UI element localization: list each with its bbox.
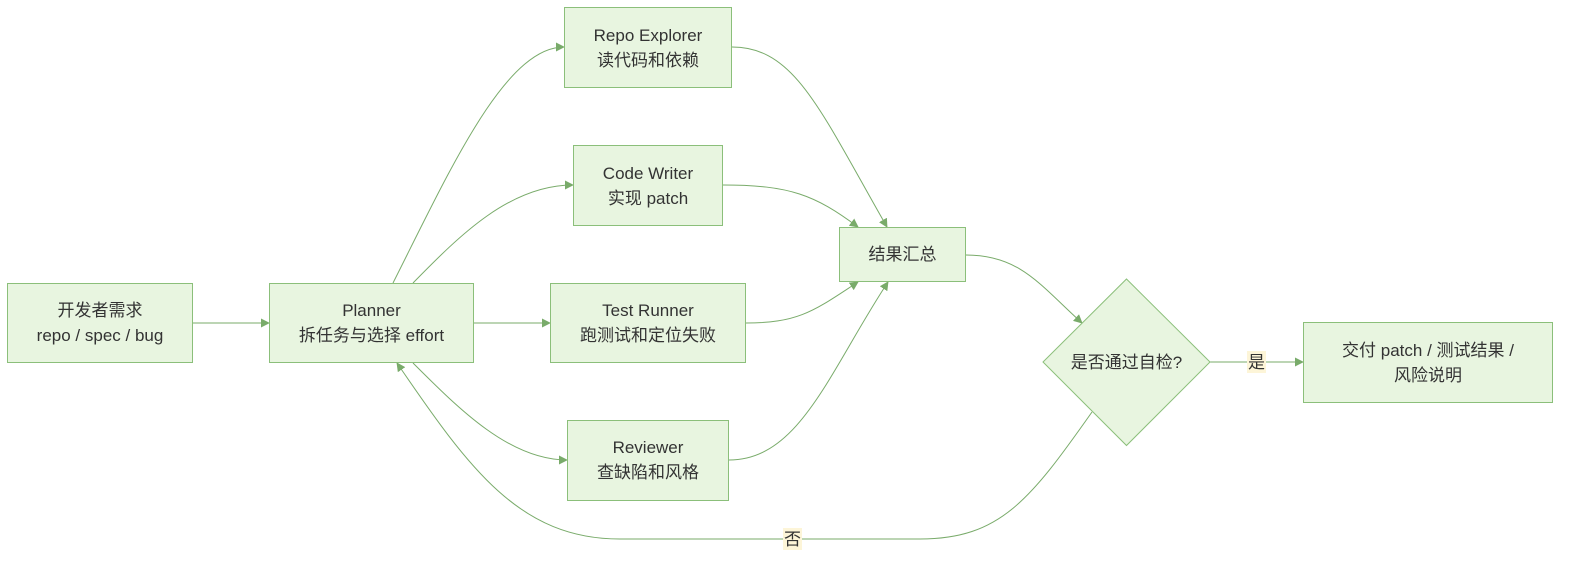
edge-explorer-summary xyxy=(731,46,888,228)
node-planner: Planner 拆任务与选择 effort xyxy=(269,283,474,363)
node-self-check-decision: 是否通过自检? xyxy=(1042,278,1211,447)
edge-writer-summary xyxy=(722,184,859,228)
edge-label-no-text: 否 xyxy=(784,530,801,549)
node-code-writer-subtitle: 实现 patch xyxy=(608,189,688,208)
node-repo-explorer-subtitle: 读代码和依赖 xyxy=(597,51,699,70)
edge-summary-check xyxy=(965,254,1083,324)
node-developer-request: 开发者需求 repo / spec / bug xyxy=(7,283,193,363)
node-test-runner-title: Test Runner xyxy=(602,301,694,320)
node-result-summary-title: 结果汇总 xyxy=(869,245,937,264)
node-repo-explorer: Repo Explorer 读代码和依赖 xyxy=(564,7,732,88)
node-self-check-text: 是否通过自检? xyxy=(1071,353,1182,372)
node-reviewer-subtitle: 查缺陷和风格 xyxy=(597,463,699,482)
node-repo-explorer-title: Repo Explorer xyxy=(594,26,703,45)
node-deliver-subtitle: 风险说明 xyxy=(1394,366,1462,385)
edge-runner-summary xyxy=(745,281,859,324)
edge-planner-reviewer xyxy=(412,362,568,465)
edge-reviewer-summary xyxy=(728,281,889,461)
node-developer-request-title: 开发者需求 xyxy=(58,301,143,320)
node-developer-request-subtitle: repo / spec / bug xyxy=(37,326,164,345)
edge-label-no: 否 xyxy=(783,528,802,550)
node-reviewer-title: Reviewer xyxy=(613,438,684,457)
node-test-runner-subtitle: 跑测试和定位失败 xyxy=(580,326,716,345)
node-code-writer: Code Writer 实现 patch xyxy=(573,145,723,226)
node-deliver-title: 交付 patch / 测试结果 / xyxy=(1342,341,1514,360)
edge-planner-explorer xyxy=(392,42,565,284)
node-planner-title: Planner xyxy=(342,301,401,320)
edge-label-yes: 是 xyxy=(1247,351,1266,373)
node-result-summary: 结果汇总 xyxy=(839,227,966,282)
edge-label-yes-text: 是 xyxy=(1248,353,1265,372)
edge-check-planner xyxy=(396,362,1093,540)
node-code-writer-title: Code Writer xyxy=(603,164,694,183)
node-reviewer: Reviewer 查缺陷和风格 xyxy=(567,420,729,501)
node-test-runner: Test Runner 跑测试和定位失败 xyxy=(550,283,746,363)
node-deliver: 交付 patch / 测试结果 / 风险说明 xyxy=(1303,322,1553,403)
edge-planner-writer xyxy=(412,180,574,284)
node-planner-subtitle: 拆任务与选择 effort xyxy=(299,326,444,345)
